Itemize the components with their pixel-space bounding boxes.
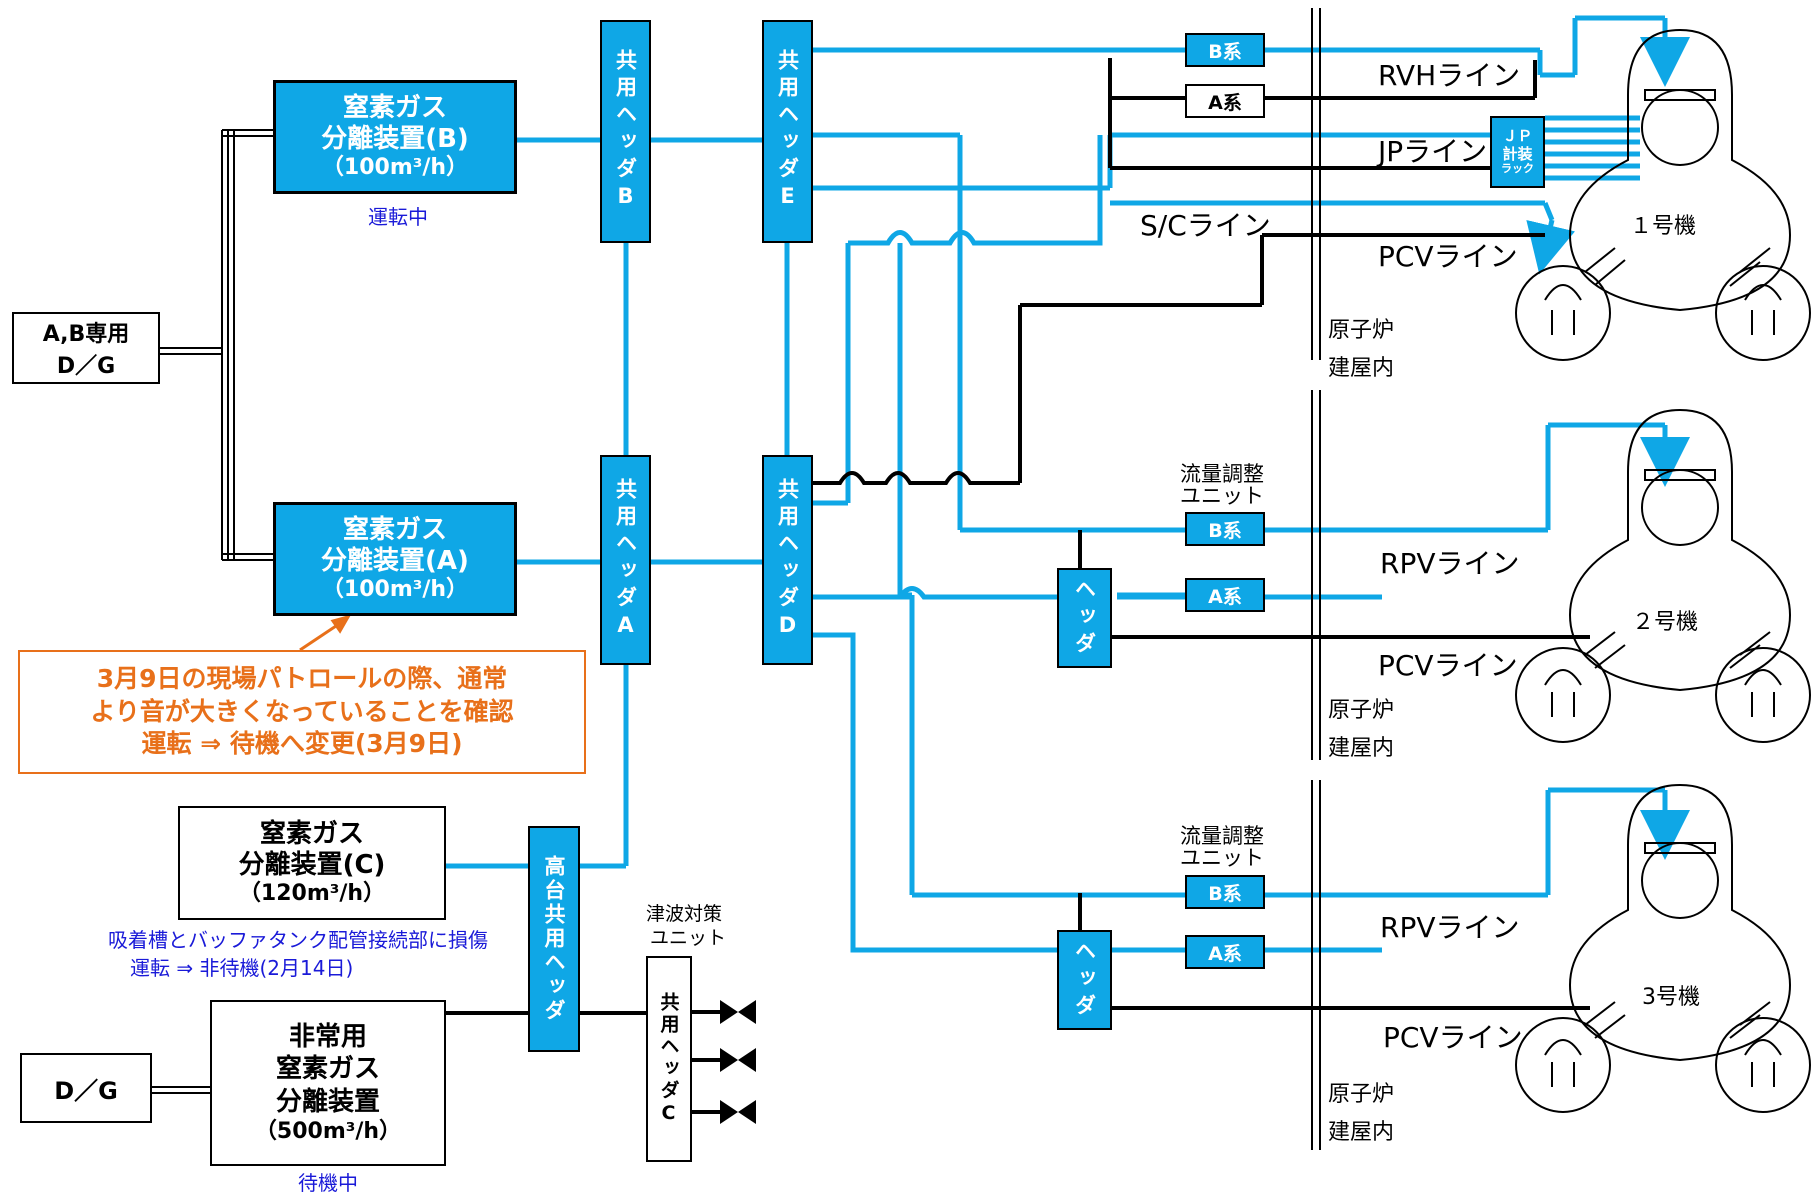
separator-b-title: 窒素ガス	[342, 92, 447, 123]
rpv-line-label-unit-3: RPVライン	[1380, 911, 1520, 944]
emergency-status: 待機中	[298, 1171, 358, 1195]
emergency-nitrogen-separator: 非常用 窒素ガス 分離装置 （500m³/h）	[210, 1000, 446, 1166]
building-label-2a: 原子炉	[1328, 698, 1395, 723]
header-unit-3: ヘッダ	[1057, 930, 1112, 1030]
separator-c-name: 分離装置(C)	[238, 849, 386, 880]
separator-b-name: 分離装置(B)	[321, 123, 469, 154]
nitrogen-separator-b: 窒素ガス 分離装置(B) （100m³/h）	[273, 80, 517, 194]
unit-1-label: １号機	[1630, 214, 1697, 239]
flow-unit-label-3a: 流量調整	[1180, 824, 1264, 848]
building-label-1b: 建屋内	[1328, 356, 1395, 381]
building-label-3b: 建屋内	[1328, 1120, 1395, 1145]
pcv-line-label-unit-1: PCVライン	[1378, 240, 1518, 273]
flow-unit-label-2b: ユニット	[1180, 484, 1264, 508]
emergency-name: 分離装置	[275, 1086, 380, 1117]
blue-pipes	[446, 15, 1690, 953]
unit-3-label: 3号機	[1642, 985, 1700, 1010]
jp-instrument-rack: ＪＰ 計装 ラック	[1490, 116, 1545, 188]
black-pipes	[446, 8, 1590, 1150]
pcv-line-label-unit-2: PCVライン	[1378, 649, 1518, 682]
system-a-unit-3: A系	[1185, 935, 1265, 969]
common-header-c: 共用ヘッダC	[646, 956, 692, 1162]
dg-label: D／G	[54, 1076, 118, 1105]
separator-b-capacity: （100m³/h）	[321, 154, 469, 180]
reactor-unit-1	[1515, 28, 1811, 361]
rvh-line-label: RVHライン	[1378, 59, 1521, 92]
system-a-unit-2: A系	[1185, 578, 1265, 612]
flow-unit-label-2a: 流量調整	[1180, 462, 1264, 486]
dg-power-lines	[152, 129, 273, 1094]
dg-box: D／G	[20, 1053, 152, 1123]
emergency-line-1: 非常用	[288, 1021, 367, 1052]
jp-rack-line-3: ラック	[1501, 161, 1534, 175]
callout-line-1: 3月9日の現場パトロールの際、通常	[96, 664, 508, 694]
system-a-unit-1: A系	[1185, 84, 1265, 118]
sc-line-label: S/Cライン	[1140, 209, 1271, 242]
reactor-unit-3	[1515, 783, 1811, 1113]
jp-rack-line-2: 計装	[1502, 144, 1533, 163]
emergency-capacity: （500m³/h）	[254, 1119, 402, 1144]
system-b-unit-2: B系	[1185, 512, 1265, 546]
valve-icons	[720, 1000, 756, 1124]
ab-dedicated-dg-box: A,B専用 D／G	[12, 312, 160, 384]
separator-a-title: 窒素ガス	[342, 514, 447, 545]
common-header-e: 共用ヘッダE	[762, 20, 813, 243]
separator-c-title: 窒素ガス	[259, 818, 364, 849]
tsunami-unit-label-1: 津波対策	[646, 903, 723, 925]
ab-dg-name: D／G	[56, 354, 116, 379]
header-unit-2: ヘッダ	[1057, 568, 1112, 668]
flow-unit-label-3b: ユニット	[1180, 846, 1264, 870]
separator-c-status-2: 運転 ⇒ 非待機(2月14日)	[130, 956, 354, 980]
status-change-callout: 3月9日の現場パトロールの際、通常 より音が大きくなっていることを確認 運転 ⇒…	[18, 650, 586, 774]
reactor-unit-2	[1515, 408, 1811, 743]
pcv-line-label-unit-3: PCVライン	[1383, 1021, 1523, 1054]
separator-c-capacity: （120m³/h）	[238, 880, 386, 906]
unit-2-label: ２号機	[1632, 610, 1699, 635]
common-header-d: 共用ヘッダD	[762, 455, 813, 665]
building-label-1a: 原子炉	[1328, 318, 1395, 343]
tsunami-unit-label-2: ユニット	[650, 927, 727, 949]
callout-line-3: 運転 ⇒ 待機へ変更(3月9日)	[141, 729, 463, 759]
jp-rack-line-1: ＪＰ	[1502, 127, 1533, 146]
rpv-line-label-unit-2: RPVライン	[1380, 547, 1520, 580]
building-label-2b: 建屋内	[1328, 736, 1395, 761]
nitrogen-separator-a: 窒素ガス 分離装置(A) （100m³/h）	[273, 502, 517, 616]
system-b-unit-1: B系	[1185, 33, 1265, 67]
callout-arrow	[299, 614, 352, 652]
common-header-b: 共用ヘッダB	[600, 20, 651, 243]
jp-line-label: JPライン	[1378, 135, 1488, 168]
nitrogen-separator-c: 窒素ガス 分離装置(C) （120m³/h）	[178, 806, 446, 920]
ab-dg-label: A,B専用	[42, 322, 130, 347]
separator-b-status: 運転中	[368, 205, 428, 229]
emergency-title: 窒素ガス	[275, 1054, 380, 1084]
separator-c-status-1: 吸着槽とバッファタンク配管接続部に損傷	[108, 928, 488, 952]
callout-line-2: より音が大きくなっていることを確認	[90, 696, 514, 726]
takadai-common-header: 高台共用ヘッダ	[528, 826, 580, 1052]
system-b-unit-3: B系	[1185, 875, 1265, 909]
separator-a-capacity: （100m³/h）	[321, 576, 469, 602]
building-label-3a: 原子炉	[1328, 1082, 1395, 1107]
separator-a-name: 分離装置(A)	[321, 545, 469, 576]
common-header-a: 共用ヘッダA	[600, 455, 651, 665]
